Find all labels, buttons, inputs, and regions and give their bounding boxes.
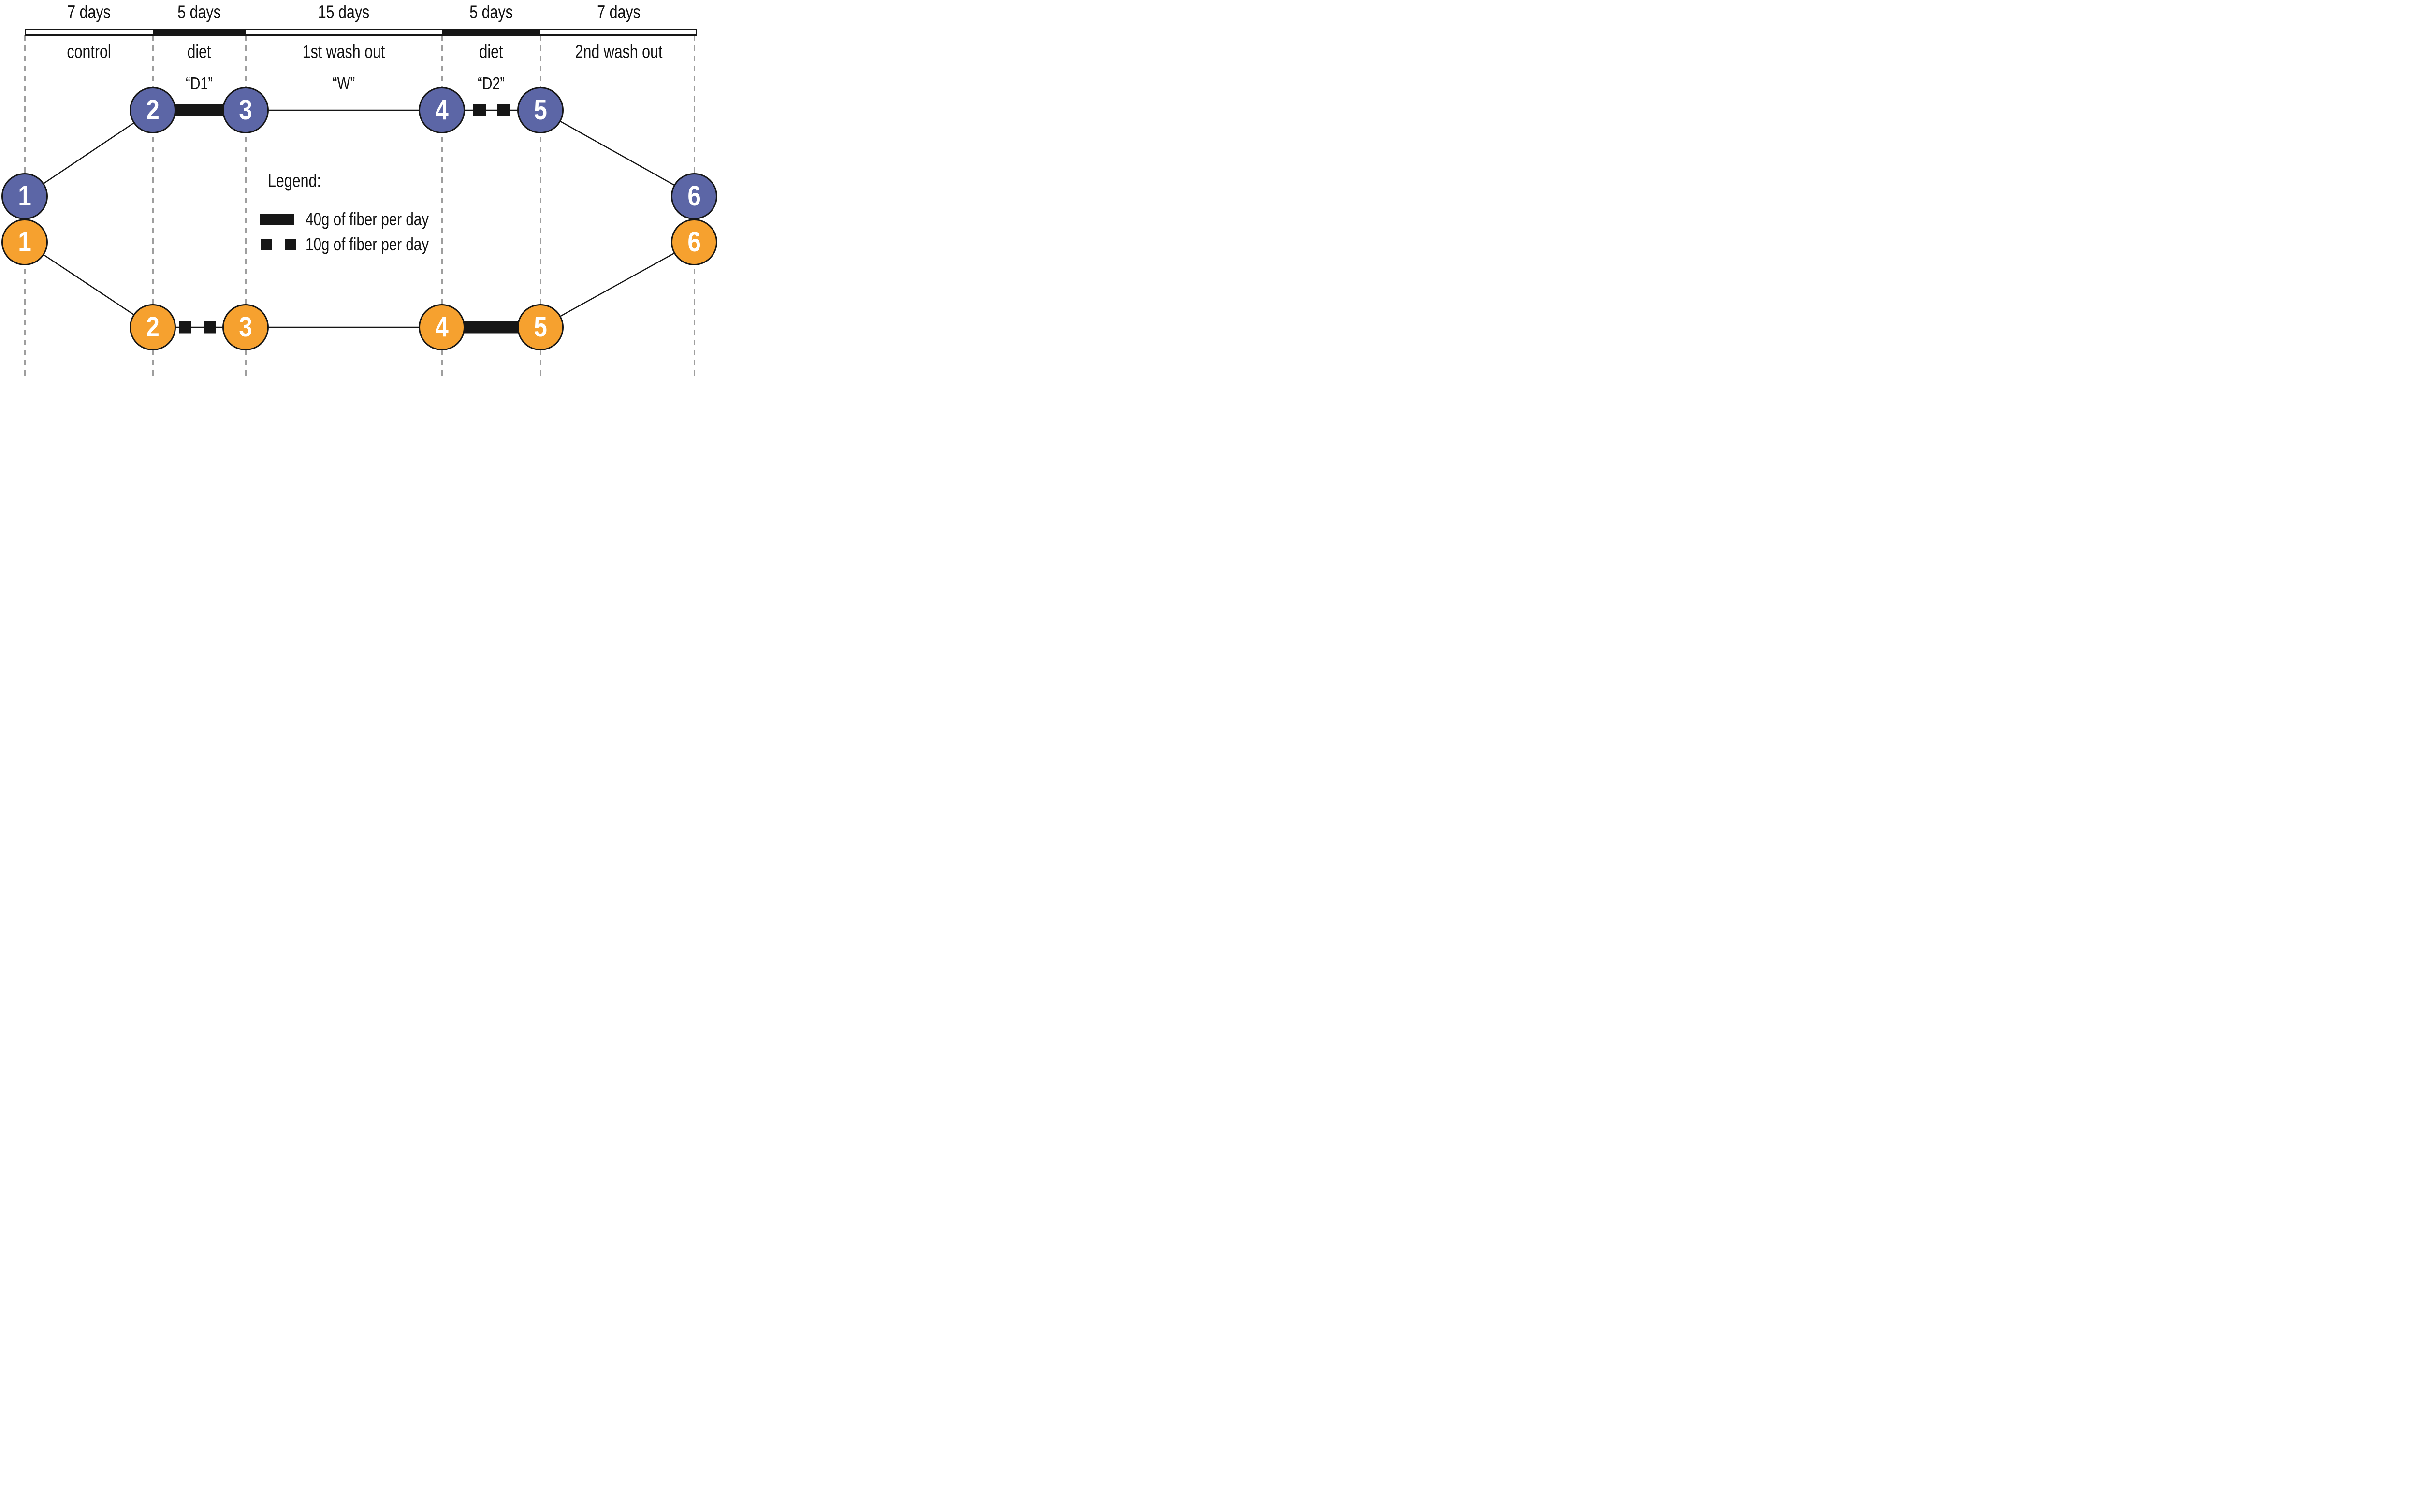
connector-bottom-1-2 (24, 241, 153, 328)
node-orange-2: 2 (130, 304, 176, 350)
node-orange-1: 1 (1, 219, 48, 265)
code-label-w: “W” (332, 73, 355, 93)
connector-bottom-5-6 (540, 241, 695, 328)
code-label-d2: “D2” (478, 73, 505, 93)
connector-top-5-6 (540, 109, 695, 197)
phase-label-washout1: 1st wash out (302, 42, 385, 62)
legend-10g-square-swatch-1 (261, 239, 272, 250)
legend-40g-bar-swatch (260, 214, 294, 225)
study-design-figure: 7 days 5 days 15 days 5 days 7 days cont… (0, 0, 720, 378)
phase-label-diet2: diet (479, 42, 503, 62)
duration-label-diet2: 5 days (469, 2, 513, 23)
node-blue-2: 2 (130, 87, 176, 133)
fiber-10g-square-bottom-1 (179, 321, 191, 334)
fiber-10g-square-bottom-2 (204, 321, 216, 334)
node-blue-4: 4 (419, 87, 465, 133)
phase-boundary-guide-2 (152, 35, 154, 378)
phase-label-diet1: diet (187, 42, 211, 62)
diet-segment-1 (153, 29, 246, 36)
duration-label-washout2: 7 days (597, 2, 641, 23)
node-orange-4: 4 (419, 304, 465, 350)
timeline-bar (25, 29, 697, 36)
phase-boundary-guide-4 (441, 35, 443, 378)
fiber-10g-square-top-1 (473, 104, 486, 116)
diet-segment-2 (442, 29, 540, 36)
code-label-d1: “D1” (186, 73, 213, 93)
duration-label-washout1: 15 days (318, 2, 370, 23)
legend-title: Legend: (268, 171, 321, 191)
phase-boundary-guide-5 (540, 35, 541, 378)
node-blue-1: 1 (1, 173, 48, 219)
legend-10g-label: 10g of fiber per day (306, 234, 429, 254)
phase-label-control: control (67, 42, 111, 62)
phase-boundary-guide-3 (245, 35, 247, 378)
node-blue-3: 3 (222, 87, 269, 133)
connector-top-1-2 (24, 109, 153, 197)
node-orange-5: 5 (517, 304, 564, 350)
phase-label-washout2: 2nd wash out (575, 42, 663, 62)
duration-label-control: 7 days (67, 2, 111, 23)
node-orange-3: 3 (222, 304, 269, 350)
node-orange-6: 6 (671, 219, 717, 265)
duration-label-diet1: 5 days (177, 2, 221, 23)
node-blue-5: 5 (517, 87, 564, 133)
node-blue-6: 6 (671, 173, 717, 219)
legend-10g-square-swatch-2 (285, 239, 296, 250)
legend-40g-label: 40g of fiber per day (306, 209, 429, 229)
connector-lines (24, 104, 695, 334)
fiber-10g-square-top-2 (497, 104, 510, 116)
